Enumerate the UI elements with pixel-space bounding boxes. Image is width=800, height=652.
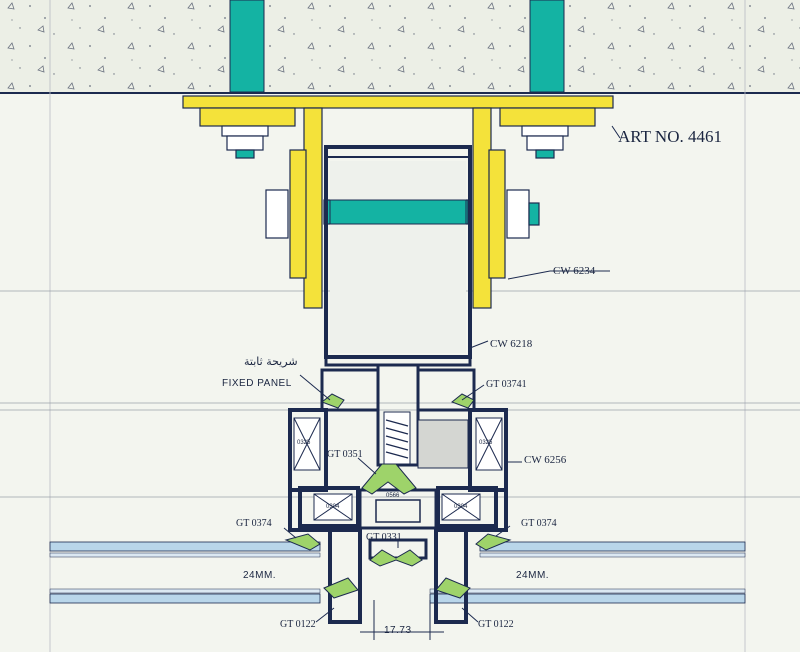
label-gt0351: GT 0351 <box>327 449 363 460</box>
label-fixed-panel: FIXED PANEL <box>222 378 292 389</box>
part-0304-right: 0304 <box>454 504 468 510</box>
label-gt0374-left: GT 0374 <box>236 518 272 529</box>
label-cw6256: CW 6256 <box>524 454 567 466</box>
label-gt0374-right: GT 0374 <box>521 518 557 529</box>
hex-nut-right-top <box>521 125 569 159</box>
label-glass-left: 24MM. <box>243 570 277 581</box>
t-bracket <box>182 95 614 309</box>
label-gt03741: GT 03741 <box>486 379 527 390</box>
part-0566: 0566 <box>386 493 400 499</box>
glass-pane-left <box>49 541 321 604</box>
label-gt0122-right: GT 0122 <box>478 619 514 630</box>
gaskets <box>284 393 512 599</box>
mullion-profile <box>320 145 476 467</box>
part-0325-right: 0325 <box>479 440 493 446</box>
label-glass-right: 24MM. <box>516 570 550 581</box>
anchor-bolt-right <box>529 0 565 93</box>
fixing-screw <box>383 411 469 469</box>
sash-frame-right <box>434 408 508 624</box>
label-cw6234: CW 6234 <box>553 265 596 277</box>
glass-pane-right <box>429 541 746 604</box>
sash-frame-left <box>288 408 362 624</box>
anchor-bolt-left <box>229 0 265 93</box>
label-gt0122-left: GT 0122 <box>280 619 316 630</box>
label-cw6218: CW 6218 <box>490 338 533 350</box>
leader-lines <box>283 125 621 640</box>
label-art-no: ART NO. 4461 <box>618 127 722 146</box>
hex-nut-left-top <box>221 125 269 159</box>
label-dimension: 17.73 <box>384 625 412 636</box>
concrete-slab <box>0 0 800 93</box>
label-arabic-fixed: شريحة ثابتة <box>244 355 298 368</box>
part-0325-left: 0325 <box>297 440 311 446</box>
label-gt0331: GT 0331 <box>366 532 402 543</box>
insulation-block <box>293 417 503 521</box>
part-0304-left: 0304 <box>326 504 340 510</box>
